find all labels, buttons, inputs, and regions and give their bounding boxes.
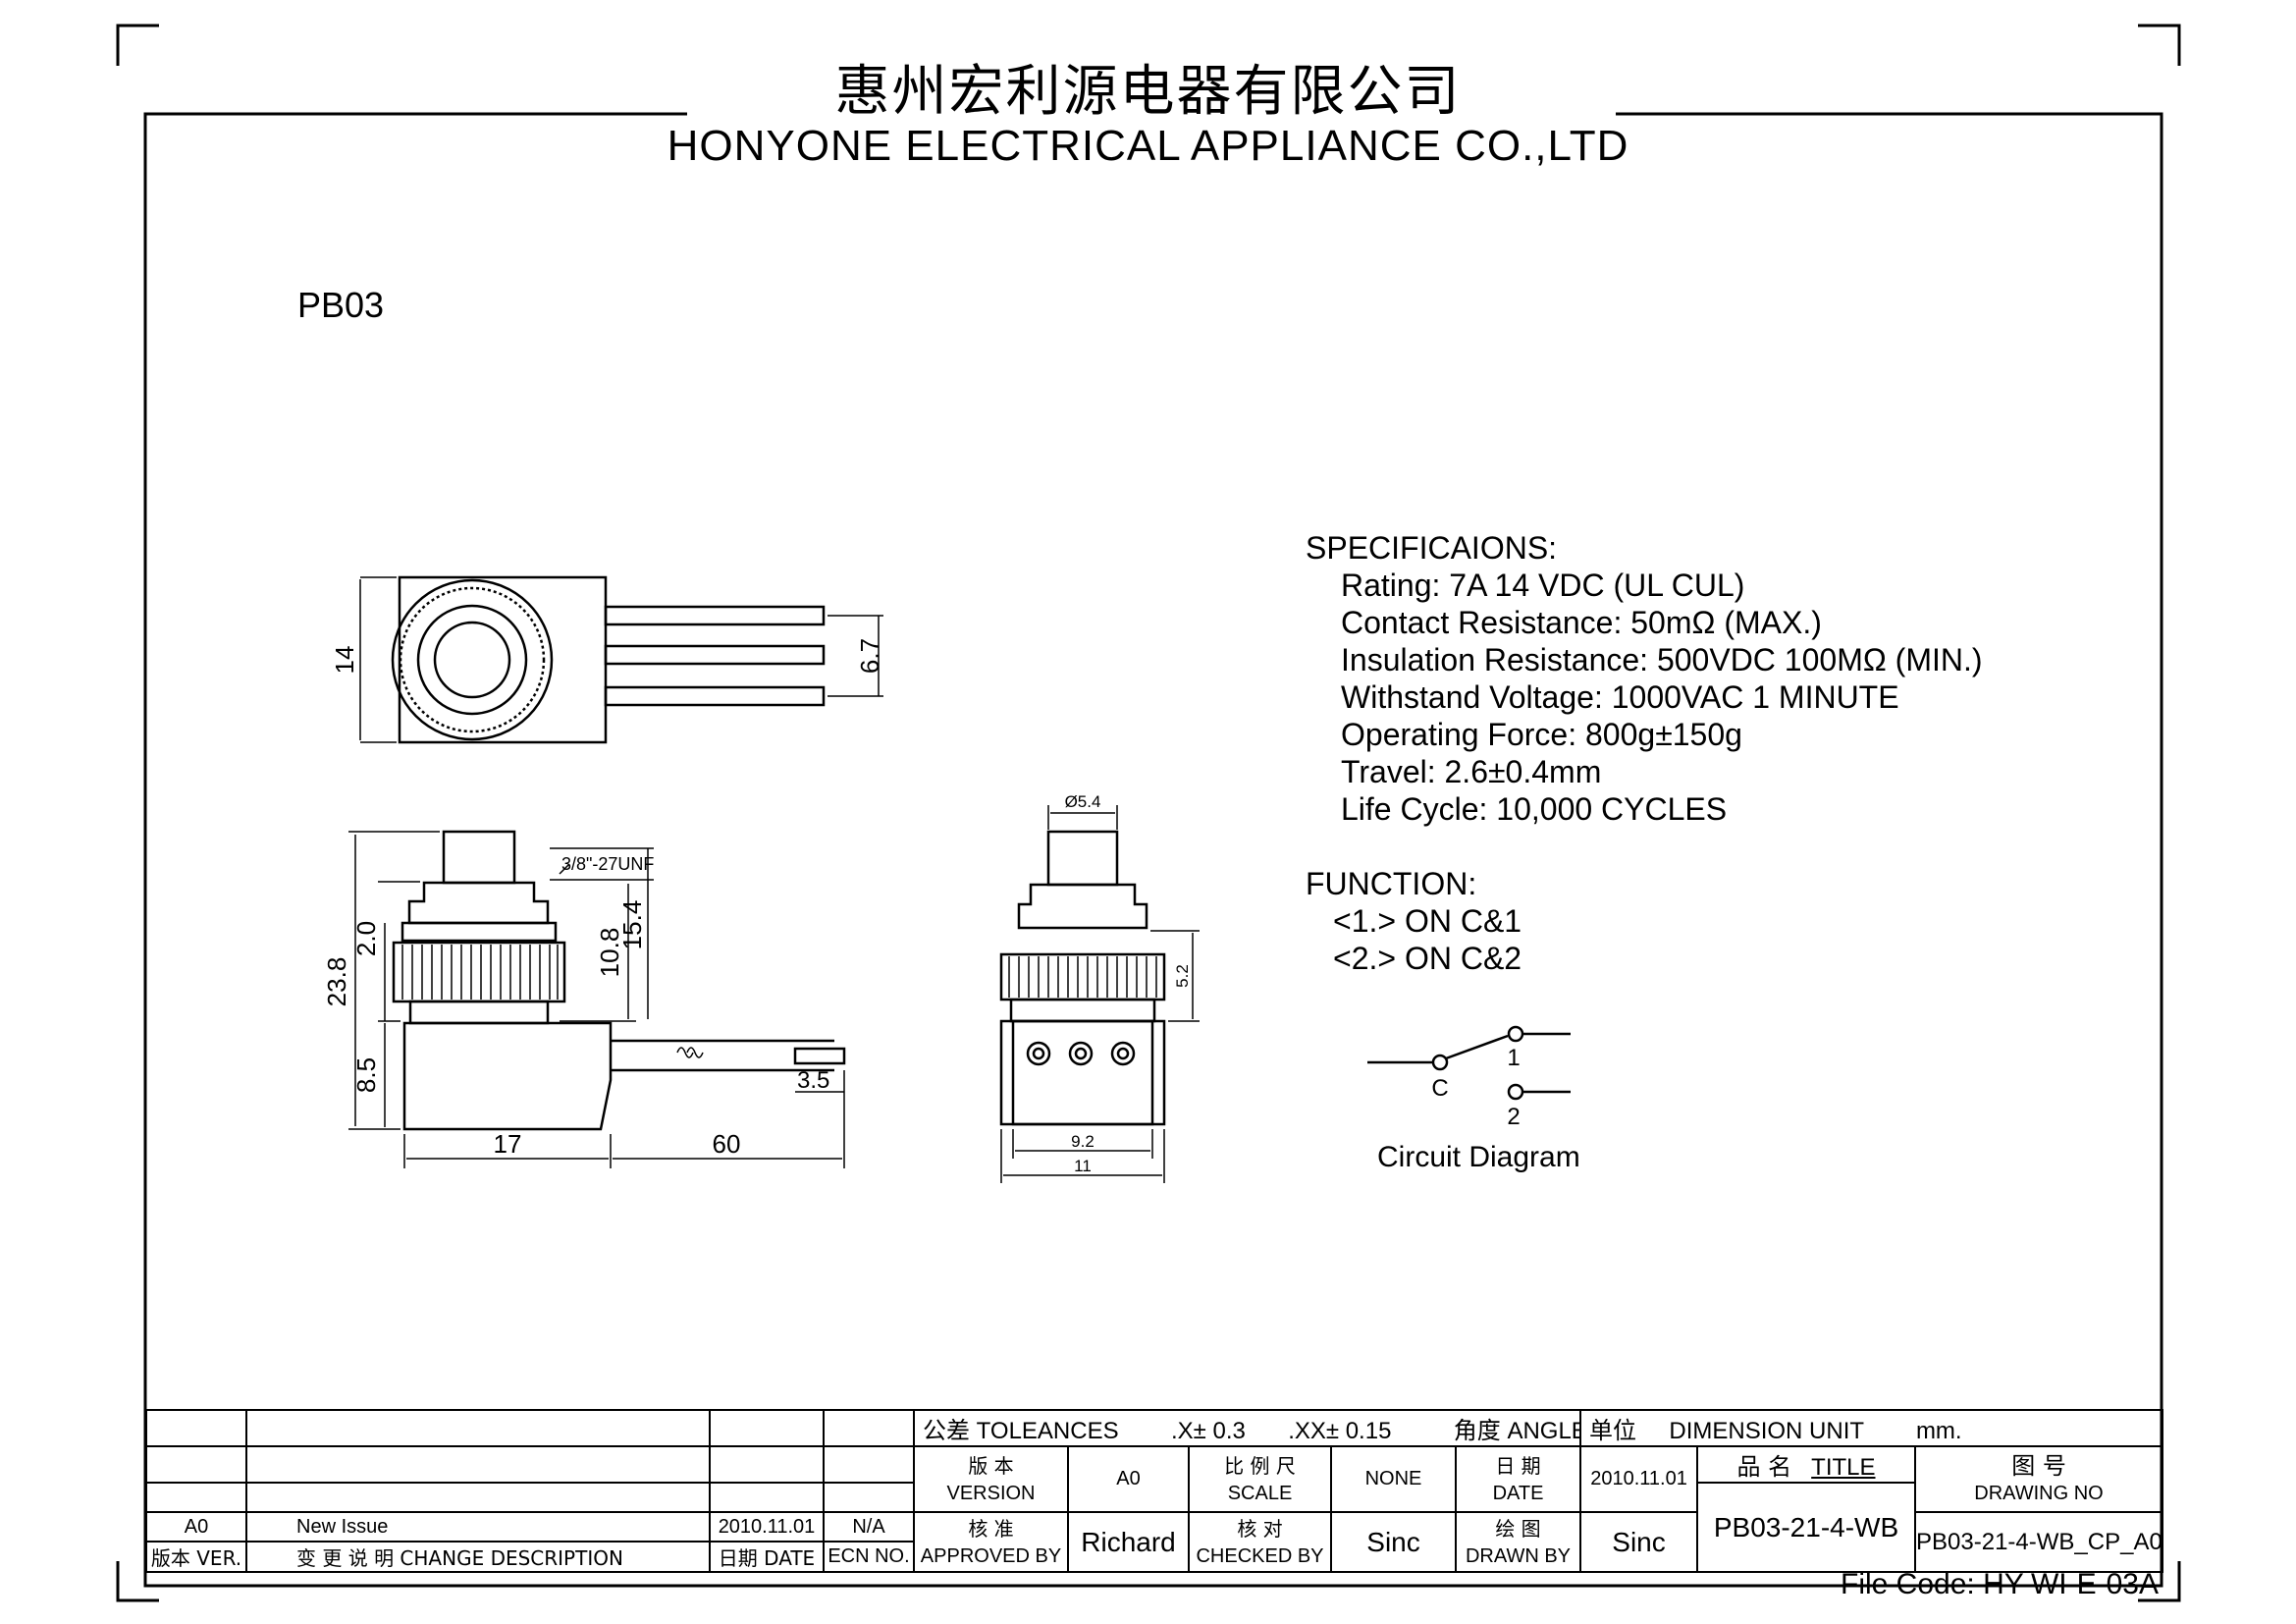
checked-value: Sinc	[1330, 1511, 1457, 1573]
spec-line: Travel: 2.6±0.4mm	[1341, 754, 1602, 789]
rev-description: New Issue	[245, 1511, 711, 1543]
dim-body-len: 17	[494, 1129, 522, 1159]
tolerances-en: TOLEANCES	[976, 1418, 1119, 1444]
dim-nut-height: 5.2	[1173, 964, 1192, 988]
circuit-caption: Circuit Diagram	[1377, 1141, 1580, 1173]
angle-en: ANGLE ± 1°	[1507, 1418, 1581, 1444]
circuit-symbol	[1367, 1025, 1571, 1101]
title-label: 品 名 TITLE	[1696, 1445, 1917, 1484]
company-name-cn: 惠州宏利源电器有限公司	[834, 60, 1462, 124]
spec-line: Insulation Resistance: 500VDC 100MΩ (MIN…	[1341, 642, 1983, 677]
dim-wire-dia: 3.5	[797, 1067, 829, 1094]
col-ecn-header: ECN NO.	[823, 1541, 915, 1573]
col-description-header: 变 更 说 明 CHANGE DESCRIPTION	[245, 1541, 711, 1573]
col-version-header: 版本 VER.	[145, 1541, 247, 1573]
date-value: 2010.11.01	[1579, 1445, 1699, 1513]
angle-cn: 角度	[1453, 1417, 1501, 1444]
dim-outer-width: 11	[1074, 1157, 1092, 1175]
spec-line: Operating Force: 800g±150g	[1341, 717, 1742, 752]
circuit-label-2: 2	[1507, 1104, 1520, 1130]
unit-cell: 单位 DIMENSION UNIT mm.	[1579, 1409, 2164, 1447]
dim-inner-width: 9.2	[1071, 1132, 1095, 1151]
function-block: FUNCTION: <1.> ON C&1 <2.> ON C&2	[1306, 865, 1522, 977]
dim-plunger-dia: Ø5.4	[1065, 792, 1101, 811]
specifications-block: SPECIFICAIONS: Rating: 7A 14 VDC (UL CUL…	[1306, 529, 1983, 828]
col-date-header: 日期 DATE	[709, 1541, 825, 1573]
spec-line: Contact Resistance: 50mΩ (MAX.)	[1341, 605, 1822, 640]
function-line: <2.> ON C&2	[1333, 941, 1522, 976]
drawn-value: Sinc	[1579, 1511, 1699, 1573]
dim-total-height: 23.8	[322, 957, 351, 1007]
dim-body-height: 8.5	[351, 1057, 381, 1093]
dim-thread: 3/8"-27UNF	[561, 854, 654, 874]
file-code: File Code: HY-WI-E-03A	[1841, 1568, 2159, 1600]
circuit-label-1: 1	[1507, 1045, 1520, 1071]
side-view	[348, 830, 846, 1168]
spec-line: Life Cycle: 10,000 CYCLES	[1341, 791, 1728, 827]
tolerances-cell: 公差 TOLEANCES .X± 0.3 .XX± 0.15 角度 ANGLE …	[912, 1409, 1582, 1447]
dim-top-height: 14	[330, 646, 359, 675]
unit-en: DIMENSION UNIT	[1669, 1418, 1864, 1444]
function-heading: FUNCTION:	[1306, 866, 1477, 901]
part-number: PB03	[297, 285, 385, 325]
spec-line: Withstand Voltage: 1000VAC 1 MINUTE	[1341, 679, 1899, 715]
specifications-heading: SPECIFICAIONS:	[1306, 530, 1558, 566]
main-border	[143, 112, 2163, 1588]
drawing-no-value: PB03-21-4-WB_CP_A0	[1914, 1511, 2164, 1573]
rev-date: 2010.11.01	[709, 1511, 825, 1543]
spec-line: Rating: 7A 14 VDC (UL CUL)	[1341, 568, 1745, 603]
front-view	[999, 805, 1200, 1183]
top-view	[359, 575, 883, 744]
dim-upper-height: 15.4	[617, 900, 647, 950]
approved-value: Richard	[1067, 1511, 1190, 1573]
version-value: A0	[1067, 1445, 1190, 1513]
unit-cn: 单位	[1589, 1417, 1637, 1444]
tolerance-xx: .XX± 0.15	[1288, 1418, 1392, 1444]
unit-value: mm.	[1915, 1418, 1962, 1444]
title-block: 公差 TOLEANCES .X± 0.3 .XX± 0.15 角度 ANGLE …	[145, 1409, 2164, 1573]
dim-thread-len: 10.8	[595, 928, 624, 978]
title-value: PB03-21-4-WB	[1696, 1482, 1917, 1573]
rev-version: A0	[145, 1511, 247, 1543]
company-name-en: HONYONE ELECTRICAL APPLIANCE CO.,LTD	[667, 122, 1629, 170]
tolerances-cn: 公差	[923, 1417, 970, 1444]
dim-wire-len: 60	[713, 1129, 741, 1159]
dim-cap-height: 2.0	[351, 921, 381, 956]
function-line: <1.> ON C&1	[1333, 903, 1522, 939]
circuit-label-c: C	[1431, 1075, 1448, 1102]
dim-pin-pitch: 6.7	[855, 638, 884, 674]
rev-ecn: N/A	[823, 1511, 915, 1543]
corner-marks	[116, 24, 2181, 1602]
scale-value: NONE	[1330, 1445, 1457, 1513]
tolerance-x: .X± 0.3	[1170, 1418, 1246, 1444]
